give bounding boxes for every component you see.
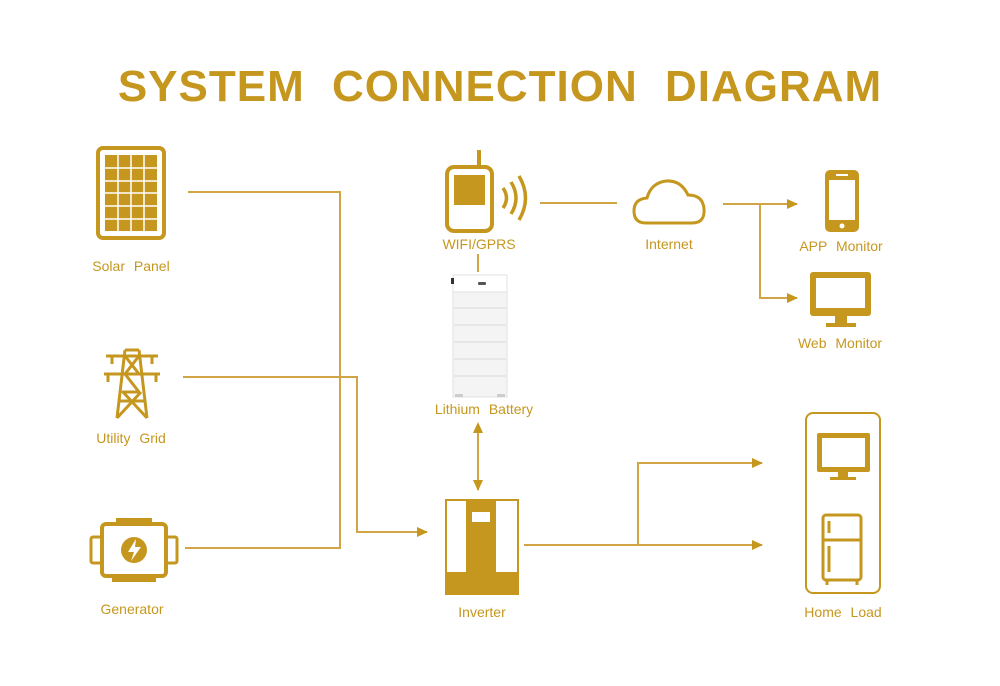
line-solar-to-inverter xyxy=(185,191,341,549)
label-generator: Generator xyxy=(100,601,164,617)
label-inverter: Inverter xyxy=(458,604,506,620)
line-inverter-to-tv xyxy=(637,458,763,545)
solar-panel-icon xyxy=(96,146,166,240)
battery-stack-icon xyxy=(451,274,508,398)
label-solar-panel: Solar Panel xyxy=(92,258,170,274)
connection-lines xyxy=(183,191,798,550)
label-internet: Internet xyxy=(645,236,693,252)
transmission-tower-icon xyxy=(104,348,160,420)
generator-icon xyxy=(89,518,179,582)
diagram-title: SYSTEM CONNECTION DIAGRAM xyxy=(117,62,883,111)
inverter-icon xyxy=(445,499,519,595)
line-internet-to-web xyxy=(759,204,798,303)
smartphone-icon xyxy=(825,170,859,232)
home-appliances-icon xyxy=(805,412,881,594)
label-web-monitor: Web Monitor xyxy=(797,335,883,351)
label-lithium-battery: Lithium Battery xyxy=(434,401,534,417)
label-app-monitor: APP Monitor xyxy=(799,238,883,254)
desktop-monitor-icon xyxy=(810,272,871,327)
wireless-module-icon xyxy=(445,150,528,233)
label-home-load: Home Load xyxy=(804,604,882,620)
label-utility-grid: Utility Grid xyxy=(96,430,166,446)
line-grid-to-inverter xyxy=(183,376,428,537)
cloud-icon xyxy=(632,179,706,225)
label-wifi-gprs: WIFI/GPRS xyxy=(442,236,516,252)
